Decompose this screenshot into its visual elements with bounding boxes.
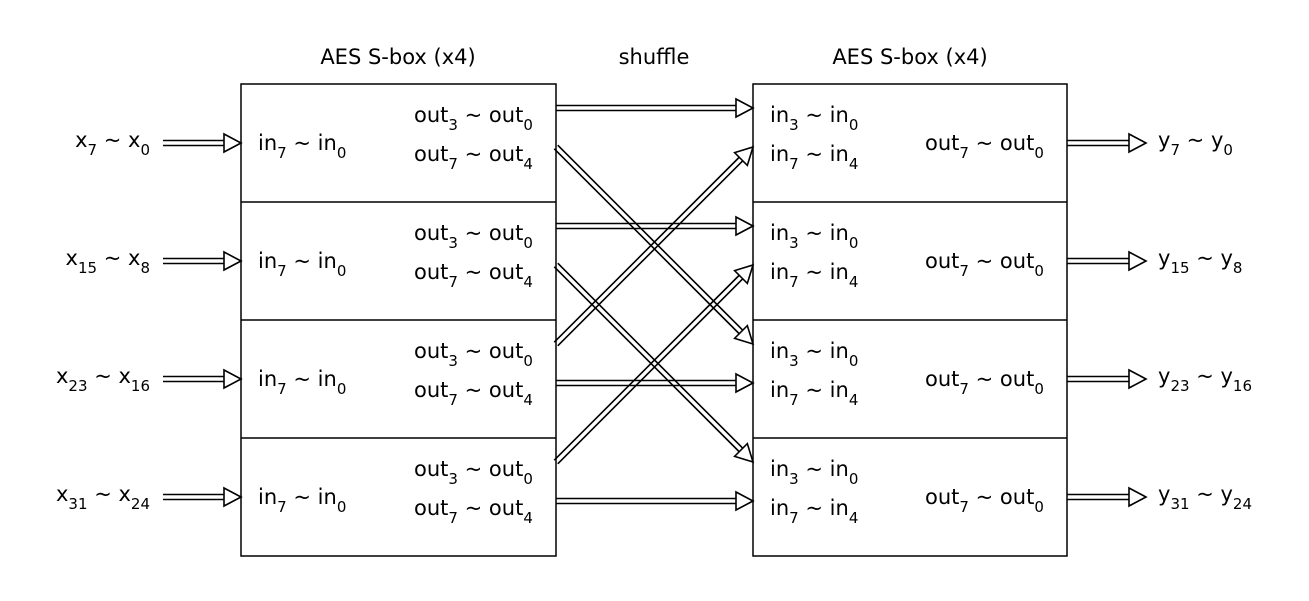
shuffle-wire [553, 263, 755, 465]
right-box-in-top-label: in3 ~ in0 [770, 457, 858, 488]
input-label-x: x7 ~ x0 [75, 128, 150, 159]
input-arrow-head [223, 368, 243, 390]
left-box-out-bottom-label: out7 ~ out4 [414, 260, 533, 291]
right-box-in-top-label: in3 ~ in0 [770, 339, 858, 370]
left-box-in-label: in7 ~ in0 [258, 249, 346, 280]
input-arrow [163, 132, 243, 154]
right-box-in-bottom-label: in7 ~ in4 [770, 378, 858, 409]
left-box-out-bottom-label: out7 ~ out4 [414, 496, 533, 527]
left-sbox-stack [240, 83, 557, 557]
shuffle-wire-head [735, 215, 755, 237]
input-arrow-head [223, 486, 243, 508]
output-label-y: y7 ~ y0 [1158, 128, 1233, 159]
shuffle-wire-shaft [553, 148, 740, 335]
output-arrow [1067, 486, 1148, 508]
shuffle-wire [556, 490, 755, 512]
right-box-out-label: out7 ~ out0 [925, 249, 1044, 280]
right-sbox-title: AES S-box (x4) [832, 45, 987, 69]
left-box-out-top-label: out3 ~ out0 [414, 221, 533, 252]
shuffle-wire-head [735, 372, 755, 394]
shuffle-wire-head [733, 324, 755, 346]
input-arrow [163, 486, 243, 508]
output-label-y: y31 ~ y24 [1158, 482, 1252, 513]
left-box-out-bottom-label: out7 ~ out4 [414, 378, 533, 409]
labels-layer: x7 ~ x0 x15 ~ x8 x23 ~ x16 x31 ~ x24 in7 ~ i… [56, 103, 1252, 527]
shuffle-wire-shaft [553, 266, 740, 453]
input-arrow [163, 250, 243, 272]
left-box-out-top-label: out3 ~ out0 [414, 457, 533, 488]
input-label-x: x31 ~ x24 [56, 482, 150, 513]
output-arrow-head [1128, 368, 1148, 390]
shuffle-wire-head [733, 442, 755, 464]
right-box-in-bottom-label: in7 ~ in4 [770, 260, 858, 291]
shuffle-wire-shaft [553, 156, 740, 343]
right-box-in-bottom-label: in7 ~ in4 [770, 142, 858, 173]
right-box-out-label: out7 ~ out0 [925, 131, 1044, 162]
right-box-out-label: out7 ~ out0 [925, 367, 1044, 398]
shuffle-wire-head [735, 490, 755, 512]
output-arrow [1067, 368, 1148, 390]
right-box-in-top-label: in3 ~ in0 [770, 221, 858, 252]
input-arrow-head [223, 132, 243, 154]
input-arrow-head [223, 250, 243, 272]
shuffle-wire-head [735, 97, 755, 119]
shuffle-wire [553, 144, 755, 346]
right-sbox-stack [752, 83, 1068, 557]
right-box-in-bottom-label: in7 ~ in4 [770, 496, 858, 527]
shuffle-title: shuffle [619, 45, 690, 69]
shuffle-wire-shaft [557, 262, 744, 449]
shuffle-wire [556, 97, 755, 119]
output-arrow-head [1128, 132, 1148, 154]
left-sbox-title: AES S-box (x4) [320, 45, 475, 69]
output-label-y: y23 ~ y16 [1158, 364, 1252, 395]
left-box-in-label: in7 ~ in0 [258, 131, 346, 162]
left-box-out-top-label: out3 ~ out0 [414, 103, 533, 134]
output-label-y: y15 ~ y8 [1158, 246, 1242, 277]
output-arrow [1067, 250, 1148, 272]
shuffle-wire-shaft [557, 160, 744, 347]
output-arrow-head [1128, 486, 1148, 508]
shuffle-wire [553, 262, 755, 464]
right-box-in-top-label: in3 ~ in0 [770, 103, 858, 134]
input-label-x: x15 ~ x8 [66, 246, 150, 277]
arrows-layer [163, 97, 1148, 512]
shuffle-wire-head [733, 145, 755, 167]
output-arrow [1067, 132, 1148, 154]
shuffle-wire-shaft [553, 274, 740, 461]
input-arrow [163, 368, 243, 390]
left-box-out-bottom-label: out7 ~ out4 [414, 142, 533, 173]
shuffle-wire [556, 372, 755, 394]
output-arrow-head [1128, 250, 1148, 272]
shuffle-wire [553, 145, 755, 347]
left-box-out-top-label: out3 ~ out0 [414, 339, 533, 370]
input-label-x: x23 ~ x16 [56, 364, 150, 395]
shuffle-wire-shaft [557, 278, 744, 465]
left-box-in-label: in7 ~ in0 [258, 485, 346, 516]
shuffle-wire-head [733, 263, 755, 285]
right-box-out-label: out7 ~ out0 [925, 485, 1044, 516]
shuffle-wire-shaft [557, 144, 744, 331]
shuffle-wire [556, 215, 755, 237]
left-box-in-label: in7 ~ in0 [258, 367, 346, 398]
